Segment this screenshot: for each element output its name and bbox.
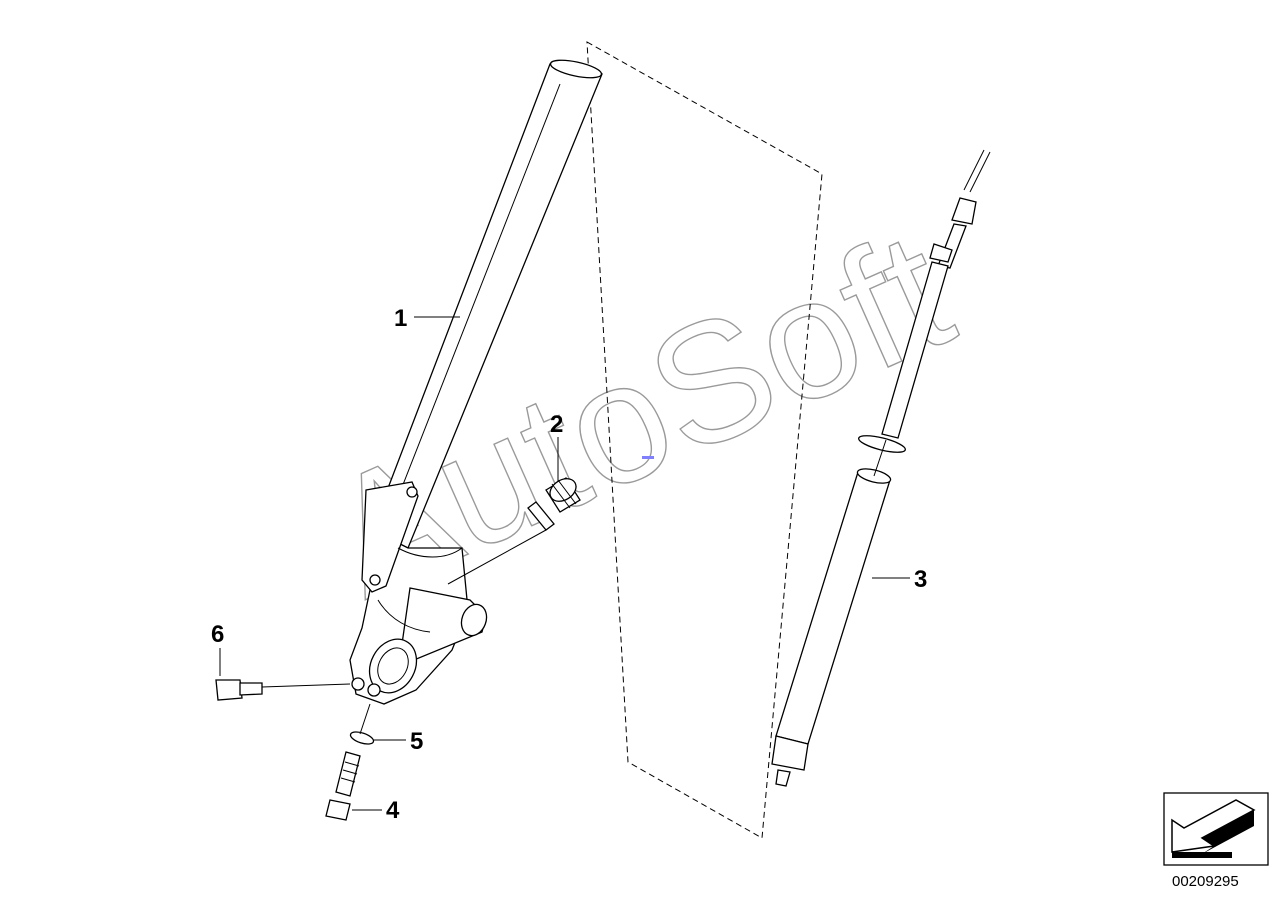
bleed-plug[interactable] — [447, 474, 581, 585]
direction-arrow-icon — [1163, 792, 1269, 866]
callout-1[interactable]: 1 — [394, 305, 407, 332]
callout-6[interactable]: 6 — [211, 621, 224, 648]
washer[interactable] — [349, 703, 375, 746]
diagram-number: 00209295 — [1172, 873, 1239, 890]
callout-5[interactable]: 5 — [410, 728, 423, 755]
pinch-bolt[interactable] — [215, 679, 351, 701]
axle-clamp-screw[interactable] — [325, 751, 361, 821]
callout-3[interactable]: 3 — [914, 566, 927, 593]
callout-4[interactable]: 4 — [386, 797, 400, 824]
fork-slider[interactable] — [349, 481, 491, 705]
center-marker — [642, 456, 654, 459]
damper-cartridge[interactable] — [771, 149, 991, 787]
assembly-outline — [586, 41, 823, 839]
callout-2[interactable]: 2 — [550, 411, 563, 438]
